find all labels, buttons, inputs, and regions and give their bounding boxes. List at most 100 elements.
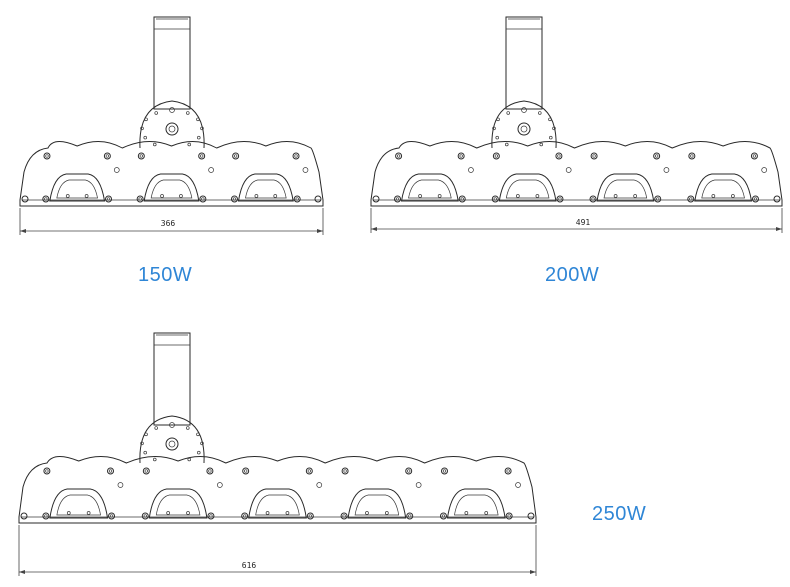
angle-hole	[187, 142, 191, 147]
angle-hole	[539, 142, 543, 147]
screw-center	[592, 154, 596, 158]
angle-hole	[153, 457, 157, 462]
vent-hole	[418, 194, 422, 198]
screw	[406, 512, 414, 520]
fixture-200w-drawing	[370, 16, 783, 233]
lens-inner	[603, 179, 648, 199]
screw-center	[460, 197, 464, 201]
screw	[206, 467, 214, 475]
angle-hole	[538, 111, 542, 115]
screw	[688, 152, 696, 160]
dimension-arrow-left	[371, 227, 377, 231]
end-screw	[527, 512, 535, 520]
angle-hole	[144, 432, 148, 437]
screw	[107, 467, 115, 475]
screw-center	[295, 197, 299, 201]
angle-hole	[492, 126, 496, 131]
angle-hole	[140, 441, 144, 446]
screw-center	[232, 197, 237, 201]
angle-hole	[186, 111, 190, 115]
lens-inner	[505, 179, 550, 199]
lens-inner	[150, 179, 193, 199]
power-label-200w: 200W	[545, 264, 600, 286]
screw-center	[459, 154, 463, 158]
screw-center	[106, 197, 111, 201]
vent-hole	[316, 482, 323, 488]
angle-hole	[154, 426, 158, 430]
vent-hole	[437, 194, 442, 198]
vent-hole	[565, 167, 572, 173]
screw	[198, 152, 206, 160]
dimension-arrow-right	[776, 227, 782, 231]
vent-hole	[216, 482, 223, 488]
lens-window	[143, 173, 200, 202]
vent-hole	[484, 511, 489, 515]
vent-hole	[535, 194, 540, 198]
vent-hole	[208, 167, 214, 173]
pivot-plate	[139, 415, 205, 464]
screw	[751, 195, 759, 203]
vent-hole	[117, 482, 124, 488]
lens-window	[596, 173, 655, 202]
screw-center	[753, 197, 758, 201]
screw	[555, 152, 563, 160]
screw-center	[294, 154, 298, 158]
screw	[439, 512, 447, 520]
screw-center	[396, 154, 401, 158]
screw	[504, 467, 512, 475]
screw-center	[200, 154, 204, 158]
vent-hole	[468, 167, 474, 173]
screw	[141, 512, 149, 520]
screw	[43, 152, 51, 160]
dimension-label-200w: 491	[576, 218, 591, 227]
screw	[653, 152, 661, 160]
vent-hole	[731, 194, 735, 198]
screw-center	[243, 514, 247, 518]
angle-hole	[186, 426, 190, 430]
end-screw	[773, 195, 781, 203]
pivot-bolt	[517, 122, 531, 136]
screw-center	[752, 154, 757, 158]
pivot-top-hole	[169, 422, 175, 428]
pivot-plate	[491, 100, 557, 149]
screw-center	[442, 469, 447, 473]
screw	[232, 152, 240, 160]
vent-hole	[365, 511, 369, 515]
screw	[242, 467, 250, 475]
lens-window	[148, 488, 208, 519]
lens-inner	[701, 179, 745, 199]
pivot-bolt-inner	[520, 125, 528, 133]
vent-hole	[761, 167, 768, 173]
screw	[136, 195, 144, 203]
pivot-top-hole	[521, 107, 527, 113]
screw-center	[308, 514, 312, 518]
screw-center	[44, 514, 48, 518]
screw	[341, 467, 349, 475]
screw	[505, 512, 513, 520]
lens-window	[347, 488, 407, 519]
lens-window	[248, 488, 307, 519]
angle-hole	[506, 111, 510, 115]
vent-hole	[663, 167, 670, 173]
dimension-arrow-left	[19, 570, 25, 574]
screw	[589, 195, 597, 203]
vent-hole	[166, 511, 171, 515]
screw-center	[342, 514, 346, 518]
pivot-plate	[139, 100, 205, 149]
angle-hole	[143, 450, 147, 455]
vent-hole	[273, 194, 278, 198]
lens-window	[400, 173, 459, 202]
angle-hole	[187, 457, 191, 462]
screw	[199, 195, 207, 203]
screw	[293, 195, 301, 203]
screw-center	[209, 514, 213, 518]
lens-inner	[56, 179, 98, 199]
screw-center	[233, 154, 238, 158]
dimension-arrow-left	[20, 229, 26, 233]
screw	[395, 152, 403, 160]
vent-hole	[711, 194, 716, 198]
screw-center	[494, 154, 498, 158]
screw	[306, 512, 314, 520]
angle-hole	[197, 135, 201, 140]
